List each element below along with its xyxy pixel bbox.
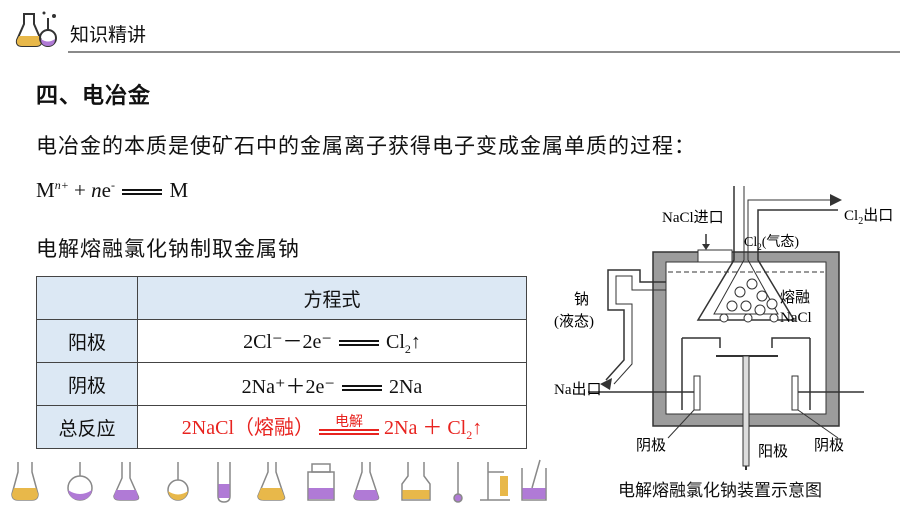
table-header-blank: [36, 276, 138, 320]
diagram-caption: 电解熔融氯化钠装置示意图: [618, 481, 822, 500]
label-nacl-inlet: NaCl进口: [662, 209, 724, 226]
label-anode: 阳极: [758, 443, 788, 460]
reduction-formula: Mn+ + ne- M: [36, 178, 188, 203]
formula-charge: n+: [54, 178, 69, 192]
thermometer-icon: [453, 462, 463, 503]
flask-icon: [353, 462, 380, 501]
cathode-rhs: 2Na: [388, 375, 423, 398]
flask-icon: [401, 462, 431, 501]
equation-table: 方程式 阳极 2Cl⁻－2e⁻ Cl2↑ 阴极 2Na⁺＋2e⁻ 2Na 总反应…: [36, 276, 527, 449]
label-molten: 熔融: [780, 289, 810, 306]
condition-electrolysis: 电解: [335, 414, 363, 431]
equals-sign: [341, 384, 382, 391]
header: 知识精讲: [0, 0, 900, 58]
flask-icon: [257, 462, 286, 501]
lab-flask-icon: [15, 11, 57, 47]
beaker-icon: [521, 459, 547, 501]
chlorine-bubbles: [719, 278, 779, 323]
row-label-anode: 阳极: [36, 319, 138, 363]
gas-arrow: ↑: [472, 417, 483, 439]
decorative-glassware-row: [11, 459, 547, 503]
anode-lhs: 2Cl⁻－2e⁻: [243, 331, 332, 353]
chlorine-hood: [696, 186, 838, 321]
cathode-lhs: 2Na⁺＋2e⁻: [241, 375, 335, 398]
label-molten-nacl: NaCl: [780, 310, 812, 326]
table-row: 阴极 2Na⁺＋2e⁻ 2Na: [36, 362, 527, 406]
cathode-chamber-left: [681, 337, 721, 410]
flask-icon: [67, 462, 93, 501]
total-equation: 2NaCl（熔融） 电解 2Na ＋ Cl2↑: [137, 405, 527, 449]
cathode-chamber-right: [771, 337, 811, 410]
anode-rhs: Cl: [385, 331, 405, 353]
formula-electron: e: [101, 178, 111, 202]
cathode-equation: 2Na⁺＋2e⁻ 2Na: [137, 362, 527, 406]
formula-coefficient: n: [91, 178, 102, 202]
row-label-cathode: 阴极: [36, 362, 138, 406]
subheading: 电解熔融氯化钠制取金属钠: [36, 237, 300, 261]
label-sodium: 钠: [574, 291, 589, 308]
beaker-icon: [307, 463, 335, 501]
total-lhs: 2NaCl（熔融）: [181, 417, 314, 439]
table-row: 阳极 2Cl⁻－2e⁻ Cl2↑: [36, 319, 527, 363]
na-out-arrow: [600, 378, 612, 390]
equals-sign: [319, 429, 379, 436]
total-rhs: 2Na ＋ Cl: [384, 417, 467, 439]
header-divider: [68, 51, 900, 53]
gas-arrow: ↑: [410, 331, 421, 353]
chlorine-hood-inner: [713, 186, 838, 315]
cathode-right: [791, 375, 799, 411]
table-header-row: 方程式: [36, 276, 527, 320]
equals-sign: [122, 189, 163, 196]
flask-icon: [11, 462, 39, 501]
label-cathode-left: 阴极: [636, 437, 666, 454]
page-category-title: 知识精讲: [70, 24, 147, 46]
equals-sign: [338, 340, 379, 347]
total-rhs-sub: 2: [466, 428, 473, 442]
flask-icon: [167, 462, 189, 501]
label-cathode-right: 阴极: [814, 437, 844, 454]
test-tube-icon: [217, 462, 231, 503]
section-title: 四、电冶金: [36, 84, 152, 109]
stand-icon: [480, 462, 510, 501]
formula-electron-charge: -: [110, 178, 115, 192]
sodium-riser: [605, 269, 666, 381]
nacl-inlet-port: [697, 249, 733, 263]
condition-equals: 电解: [319, 414, 379, 441]
formula-metal-ion: M: [36, 178, 55, 202]
formula-plus: +: [68, 178, 92, 202]
anode-rhs-sub: 2: [404, 342, 411, 356]
flask-icon: [113, 462, 140, 501]
label-sodium-state: (液态): [554, 313, 594, 330]
row-label-total: 总反应: [36, 405, 138, 449]
table-row: 总反应 2NaCl（熔融） 电解 2Na ＋ Cl2↑: [36, 405, 527, 449]
anode-equation: 2Cl⁻－2e⁻ Cl2↑: [137, 319, 527, 363]
label-na-outlet: Na出口: [554, 381, 602, 398]
cl2-out-arrow: [830, 194, 842, 206]
intro-text: 电冶金的本质是使矿石中的金属离子获得电子变成金属单质的过程：: [36, 134, 696, 158]
electrolysis-apparatus-diagram: NaCl进口 Cl2出口 Cl2(气态) 钠 (液态) 熔融 NaCl Na出口…: [554, 186, 893, 470]
label-cl2-gas: Cl2(气态): [744, 234, 799, 252]
cathode-left: [693, 375, 701, 411]
formula-metal: M: [169, 178, 189, 202]
table-header-equation: 方程式: [137, 276, 527, 320]
label-cl2-outlet: Cl2出口: [844, 207, 893, 227]
